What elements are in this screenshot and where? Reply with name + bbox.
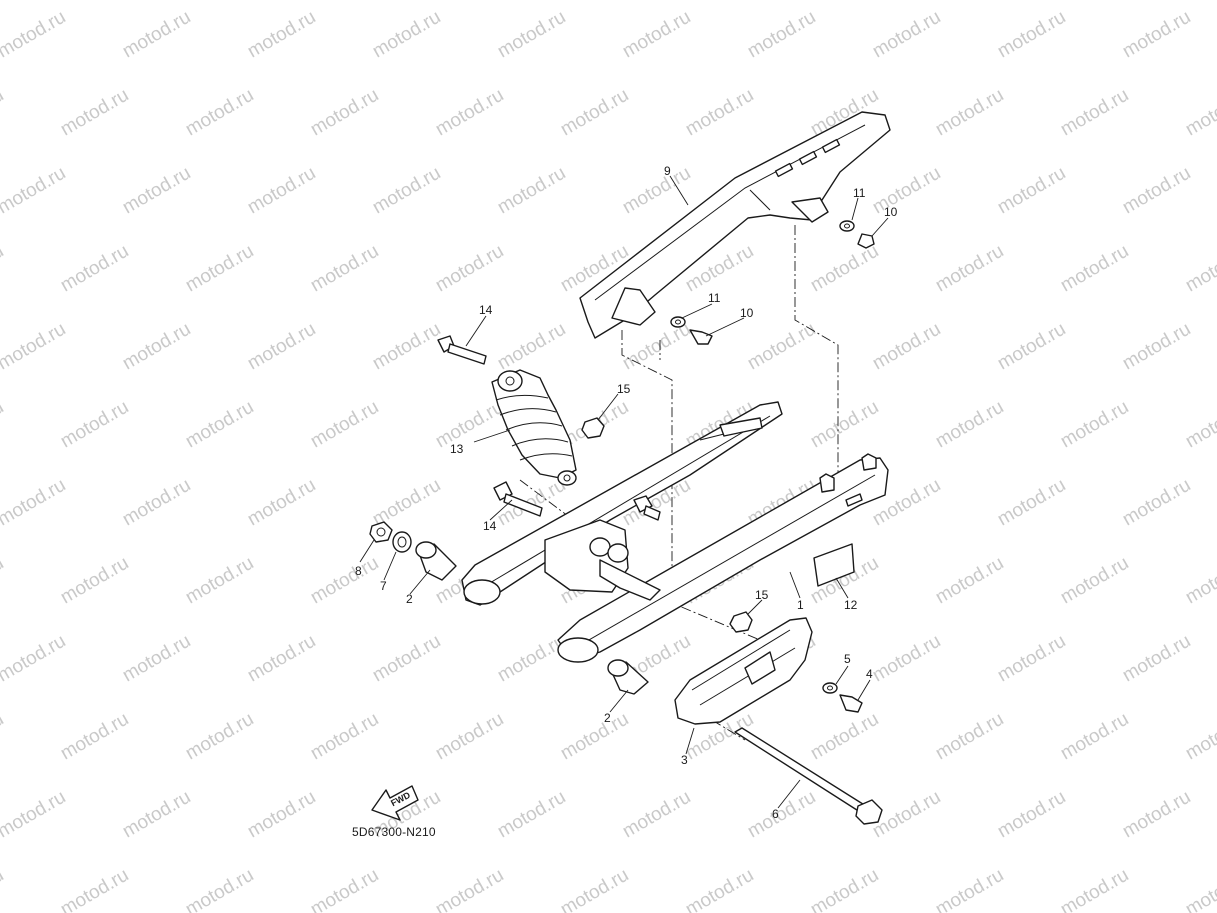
callout-6: 6 [772, 807, 779, 821]
callouts: 9 11 10 11 10 14 15 13 14 8 7 2 15 1 12 … [355, 164, 898, 821]
diagram-code: 5D67300-N210 [352, 825, 436, 839]
bolt-washer-middle [670, 316, 713, 345]
label [813, 543, 855, 587]
nut-lower [729, 611, 753, 633]
washer-left [392, 531, 412, 553]
bolt-swingarm [633, 495, 661, 521]
chain-guide [674, 617, 813, 725]
collar-left [415, 541, 457, 581]
callout-7: 7 [380, 579, 387, 593]
callout-5: 5 [844, 652, 851, 666]
callout-13: 13 [450, 442, 464, 456]
callout-4: 4 [866, 667, 873, 681]
rear-shock-absorber [491, 369, 577, 486]
callout-8: 8 [355, 564, 362, 578]
callout-10: 10 [884, 205, 898, 219]
nut-left [369, 521, 393, 543]
callout-2: 2 [406, 592, 413, 606]
chain-case [579, 111, 891, 339]
forward-arrow-icon: FWD [371, 785, 419, 821]
callout-11: 11 [708, 291, 721, 305]
callout-15: 15 [755, 588, 769, 602]
collar-lower [607, 659, 649, 695]
callout-12: 12 [844, 598, 858, 612]
callout-2: 2 [604, 711, 611, 725]
leader-lines [359, 175, 889, 809]
callout-11: 11 [853, 186, 866, 200]
assembly-lines [519, 225, 839, 741]
bolt-right [839, 694, 863, 713]
callout-9: 9 [664, 164, 671, 178]
nut-upper [581, 417, 605, 439]
callout-14: 14 [479, 303, 493, 317]
swingarm [461, 401, 889, 663]
washer-right [822, 682, 838, 694]
callout-15: 15 [617, 382, 631, 396]
callout-3: 3 [681, 753, 688, 767]
callout-1: 1 [797, 598, 804, 612]
callout-10: 10 [740, 306, 754, 320]
shock-bolt-upper [437, 335, 487, 365]
shock-bolt-lower [493, 481, 543, 517]
pivot-shaft [734, 727, 883, 825]
callout-14: 14 [483, 519, 497, 533]
bolt-washer-top-right [839, 220, 875, 249]
